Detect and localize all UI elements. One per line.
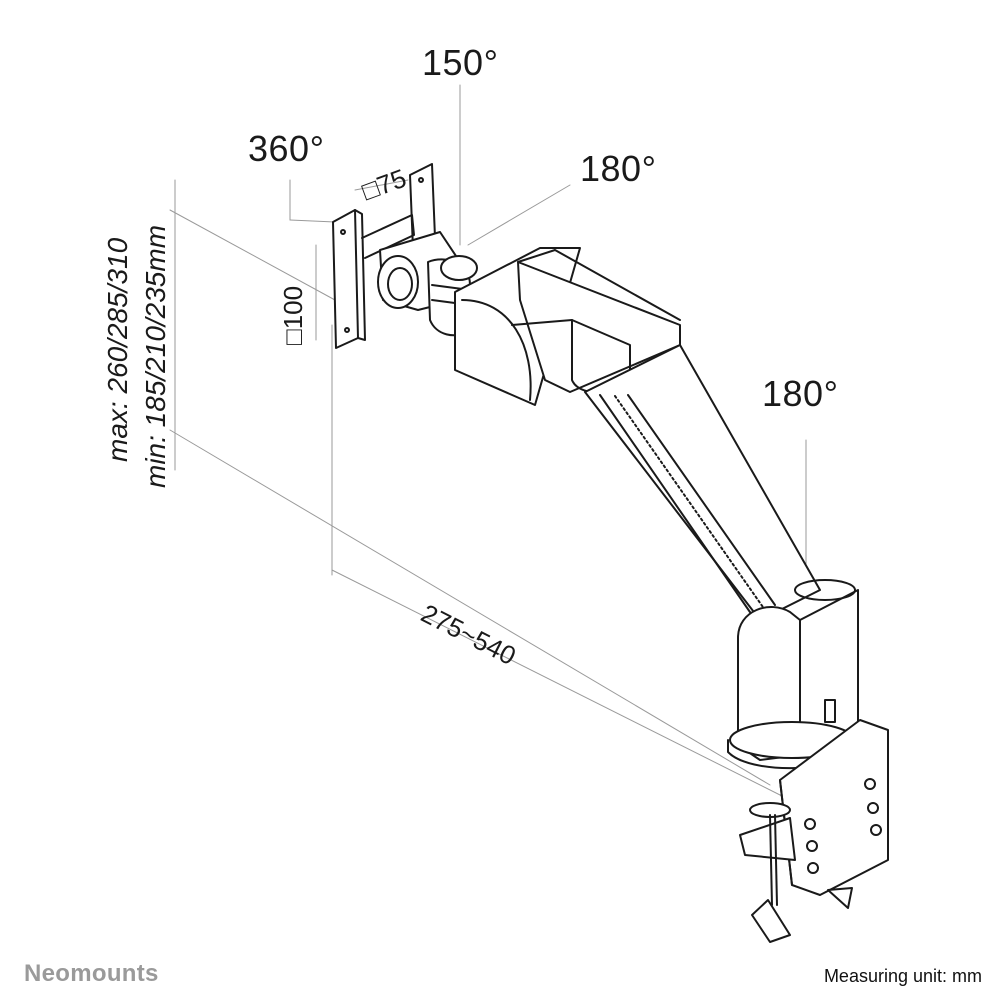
dimension-lines [169, 84, 807, 801]
brand-logo: Neomounts [24, 960, 159, 987]
height-min-label: min: 185/210/235mm [140, 224, 171, 488]
height-max-label: max: 260/285/310 [102, 237, 133, 462]
lower-swivel-angle-label: 180° [762, 373, 839, 414]
upper-swivel-angle-label: 180° [580, 148, 657, 189]
rotation-angle-label: 360° [248, 128, 325, 169]
tilt-joint [377, 231, 478, 337]
gas-spring-arm [584, 344, 821, 621]
vesa-100-label: □100 [278, 285, 308, 345]
desk-clamp [739, 719, 889, 943]
tilt-angle-label: 150° [422, 42, 499, 83]
measuring-unit-note: Measuring unit: mm [823, 966, 982, 986]
upper-arm [454, 247, 681, 406]
